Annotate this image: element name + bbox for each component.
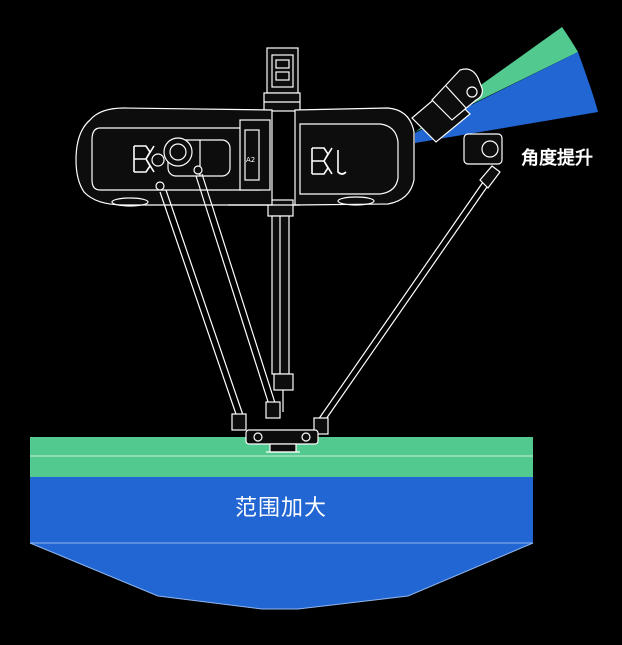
left-motor [151, 137, 231, 177]
delta-robot: A2 [75, 47, 503, 453]
end-effector [245, 429, 319, 453]
angle-lift-label: 角度提升 [521, 148, 593, 169]
housing-logos: A2 [133, 145, 347, 175]
range-band-blue [30, 477, 533, 543]
range-trapezoid [29, 542, 534, 610]
robot-housing [75, 107, 415, 207]
logo-left-icon [133, 145, 155, 173]
range-increase-label: 范围加大 [234, 496, 327, 521]
arm-left-2 [195, 175, 271, 409]
logo-right-icon [311, 147, 347, 175]
center-shaft [267, 199, 294, 412]
arm-left-1 [159, 191, 239, 421]
axis-label: A2 [246, 156, 255, 164]
joints [155, 165, 501, 435]
right-motor [411, 68, 503, 165]
work-range-group [29, 437, 534, 610]
arm-right [317, 171, 491, 421]
parallel-arms [159, 171, 497, 423]
top-connector [263, 47, 301, 112]
